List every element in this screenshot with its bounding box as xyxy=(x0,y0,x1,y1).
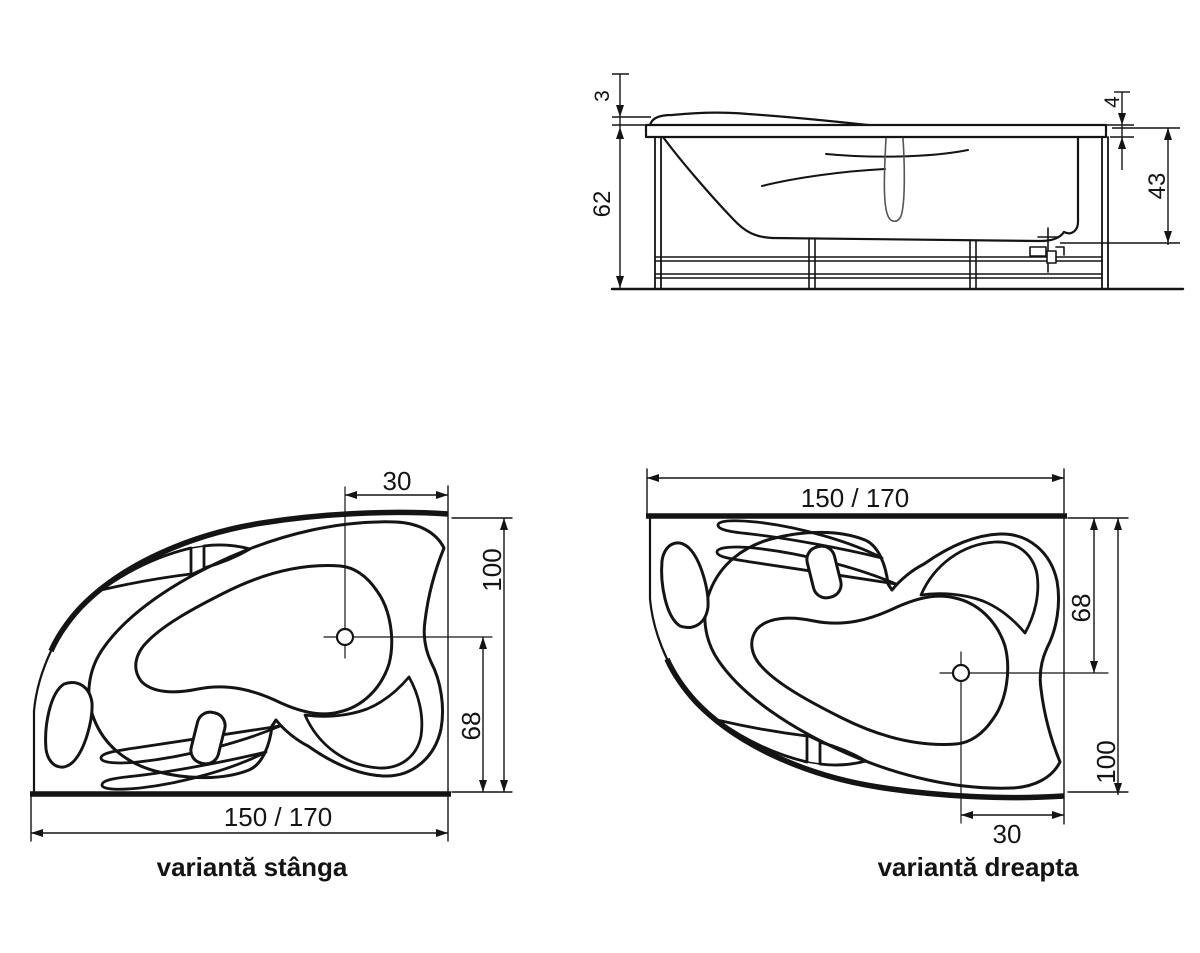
tub-outline-right-variant xyxy=(646,469,1128,824)
dimension-height-left: 3 62 xyxy=(589,73,651,289)
dimension-inner-depth: 43 xyxy=(1060,127,1180,245)
side-elevation-view: 3 62 4 43 xyxy=(589,73,1185,291)
frame-rails xyxy=(654,256,1103,279)
dim-label-inner-depth: 43 xyxy=(1144,173,1171,200)
dimension-length-left: 150 / 170 xyxy=(31,802,448,837)
caption-left-variant: variantă stânga xyxy=(157,852,348,882)
dim-label-drain-offset: 30 xyxy=(993,819,1022,849)
frame-leg-left xyxy=(654,136,662,289)
dim-label-headrest-height: 3 xyxy=(591,90,614,102)
side-tub-bottom xyxy=(770,230,1066,243)
side-interior-contour-2 xyxy=(761,168,886,187)
dimension-width-left: 100 xyxy=(477,518,508,792)
dim-label-length: 150 / 170 xyxy=(224,802,332,832)
dim-label-length: 150 / 170 xyxy=(801,483,909,513)
frame-leg-mid-2 xyxy=(969,240,977,289)
side-interior-contour-1 xyxy=(825,149,969,158)
dim-label-rim-thickness: 4 xyxy=(1101,96,1124,108)
side-headrest-profile xyxy=(648,111,888,129)
top-view-right-variant: 150 / 170 68 100 30 variantă dreapta xyxy=(646,469,1128,882)
dimension-drain-offset-left: 30 xyxy=(345,466,448,499)
frame-leg-mid-1 xyxy=(808,237,816,289)
side-rim xyxy=(644,123,1108,139)
dimension-drain-from-wall-right: 68 xyxy=(1066,518,1098,673)
top-view-left-variant: 30 100 68 150 / 170 variantă stânga xyxy=(30,466,512,882)
dim-label-drain-from-wall: 68 xyxy=(1066,594,1096,623)
siphon xyxy=(1029,227,1065,273)
side-tub-wall-right xyxy=(1062,135,1080,235)
caption-right-variant: variantă dreapta xyxy=(878,852,1079,882)
dim-label-total-height: 62 xyxy=(589,191,616,218)
dimension-drain-to-front-left: 68 xyxy=(456,637,487,792)
dimension-length-right: 150 / 170 xyxy=(647,474,1064,513)
dimension-rim-thickness: 4 xyxy=(1101,91,1134,170)
frame-leg-right xyxy=(1101,136,1109,289)
dimension-width-right: 100 xyxy=(1091,518,1122,795)
side-tub-wall-left xyxy=(661,135,774,240)
side-seat-profile xyxy=(883,137,906,223)
dim-label-drain-offset: 30 xyxy=(383,466,412,496)
dimension-drain-offset-right: 30 xyxy=(961,811,1064,849)
dim-label-width: 100 xyxy=(1091,740,1121,783)
dim-label-drain-to-front: 68 xyxy=(456,712,486,741)
dim-label-width: 100 xyxy=(477,548,507,591)
tub-outline-left-variant xyxy=(30,486,512,841)
